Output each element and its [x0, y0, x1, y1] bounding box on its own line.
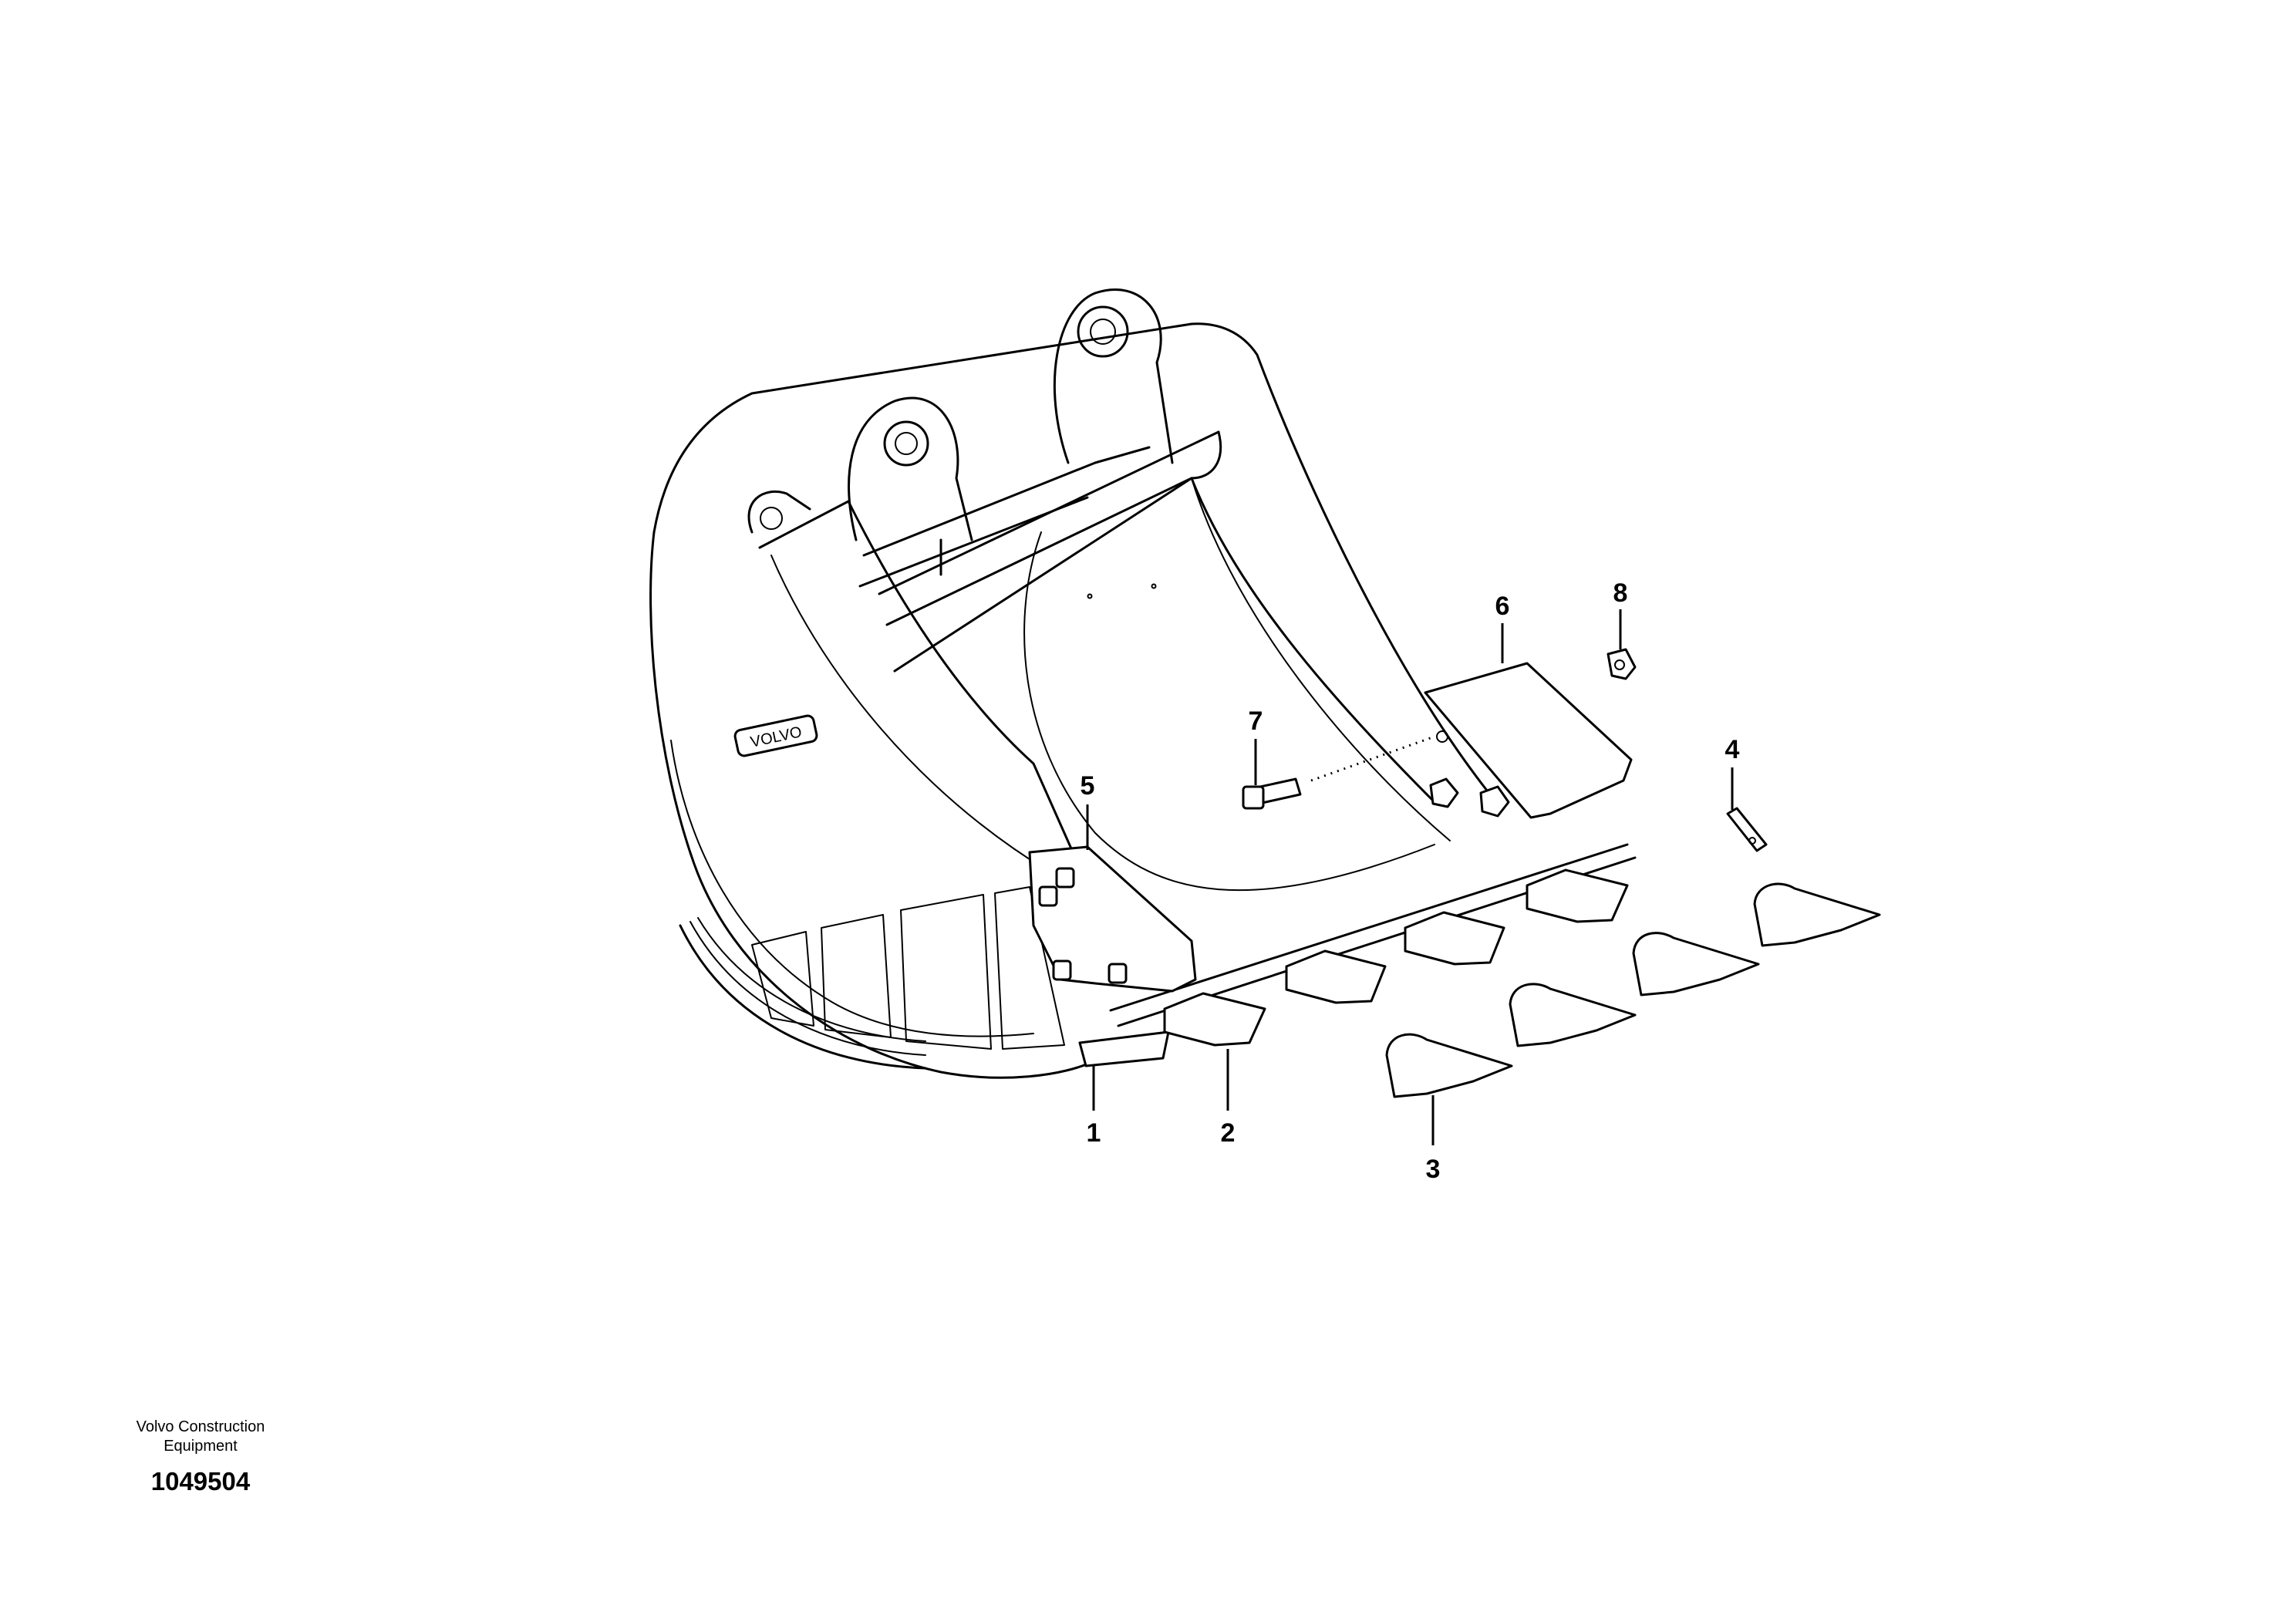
callout-labels: 1 2 3 4 5 6 7 8: [1081, 578, 1740, 1184]
callout-5: 5: [1081, 771, 1095, 801]
bucket-tooth: [1385, 1033, 1513, 1098]
illustration-number: 1049504: [150, 1467, 251, 1496]
bucket-tooth: [1632, 932, 1760, 996]
illustration-footer: Volvo Construction Equipment 1049504: [100, 1418, 301, 1496]
lip-shroud: [1424, 662, 1633, 819]
maker-name: Volvo Construction Equipment: [136, 1418, 265, 1455]
callout-2: 2: [1221, 1118, 1236, 1148]
callout-3: 3: [1426, 1155, 1441, 1184]
callout-8: 8: [1613, 578, 1628, 608]
callout-1: 1: [1087, 1118, 1101, 1148]
bucket-body: [649, 288, 1498, 1079]
side-cutter: [1078, 1030, 1170, 1067]
callout-4: 4: [1725, 735, 1740, 764]
bucket-tooth: [1753, 882, 1881, 947]
nut: [1607, 648, 1637, 680]
callout-7: 7: [1249, 706, 1263, 736]
callout-6: 6: [1495, 592, 1510, 621]
bolt-head: [1038, 867, 1128, 984]
brand-plate: VOLVO: [733, 714, 818, 757]
brand-plate-text: VOLVO: [749, 723, 804, 751]
retainer-pin: [1726, 807, 1768, 852]
bucket-tooth-set: [1385, 882, 1881, 1098]
bucket-tooth: [1509, 983, 1637, 1047]
leader-lines: [1086, 609, 1734, 1145]
bolt: [1242, 735, 1435, 810]
tooth-adapter-row: [1163, 868, 1629, 1047]
wear-plate-with-bolts: [1028, 845, 1197, 993]
